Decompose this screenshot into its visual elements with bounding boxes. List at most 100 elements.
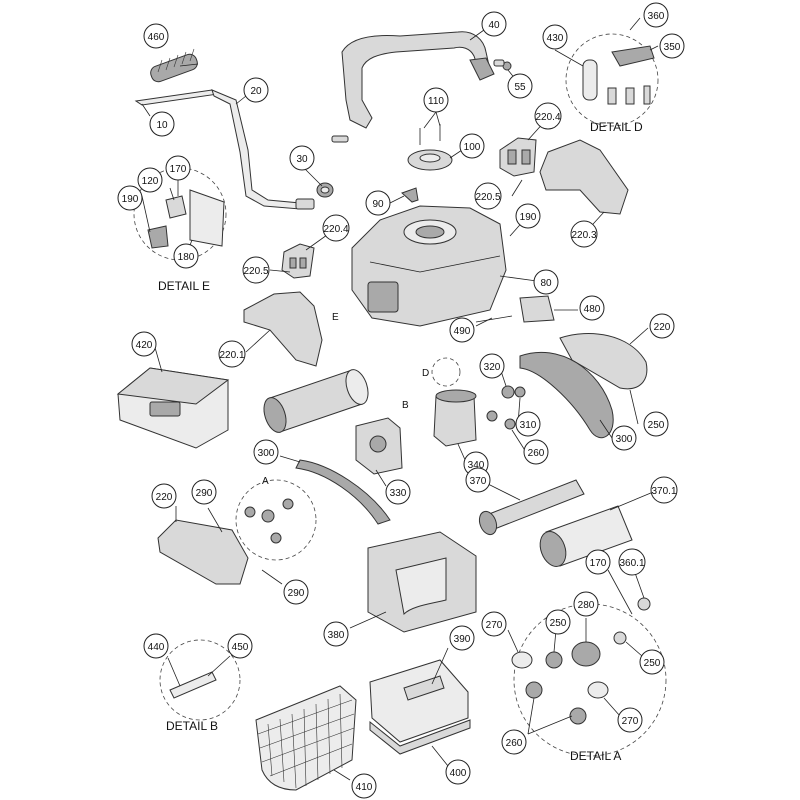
- callout-410: 410: [351, 773, 377, 799]
- leader-360: [629, 17, 641, 31]
- detail-titles: DETAIL D DETAIL E DETAIL B DETAIL A: [158, 120, 643, 763]
- leader-410: [333, 769, 351, 781]
- leader-370-1: [609, 489, 659, 511]
- leader-260-a2: [527, 715, 573, 735]
- svg-text:400: 400: [450, 768, 467, 779]
- svg-text:10: 10: [156, 120, 168, 131]
- svg-text:390: 390: [454, 634, 471, 645]
- callout-380: 380: [323, 621, 349, 647]
- leader-120: [169, 187, 175, 201]
- svg-text:310: 310: [520, 420, 537, 431]
- leader-440: [167, 657, 181, 687]
- leader-20: [235, 95, 247, 105]
- callout-170-e: 170: [165, 155, 191, 181]
- callout-250-right: 250: [643, 411, 669, 437]
- svg-text:260: 260: [506, 738, 523, 749]
- leader-90: [389, 195, 405, 204]
- leader-330: [375, 469, 387, 487]
- svg-text:260: 260: [528, 448, 545, 459]
- leader-220-5-l: [269, 269, 291, 273]
- svg-text:440: 440: [148, 642, 165, 653]
- callout-220-3: 220.3: [570, 220, 598, 248]
- callout-390: 390: [449, 625, 475, 651]
- svg-text:180: 180: [178, 252, 195, 263]
- svg-text:220.4: 220.4: [535, 112, 560, 123]
- svg-text:330: 330: [390, 488, 407, 499]
- callout-290-bottom: 290: [283, 579, 309, 605]
- callout-350: 350: [659, 33, 685, 59]
- svg-text:360.1: 360.1: [619, 558, 644, 569]
- svg-text:170: 170: [590, 558, 607, 569]
- part-grip-460: [150, 48, 198, 83]
- leader-270-r: [603, 697, 621, 717]
- callout-450: 450: [227, 633, 253, 659]
- leader-450: [207, 655, 231, 677]
- svg-text:220: 220: [654, 322, 671, 333]
- callout-460: 460: [143, 23, 169, 49]
- callout-300-left: 300: [253, 439, 279, 465]
- callout-320: 320: [479, 353, 505, 379]
- svg-text:220.1: 220.1: [219, 350, 244, 361]
- leader-300-r: [599, 419, 613, 439]
- detail-b: [159, 639, 241, 721]
- svg-text:55: 55: [514, 82, 526, 93]
- svg-text:490: 490: [454, 326, 471, 337]
- leader-220-1: [245, 329, 271, 353]
- svg-text:300: 300: [258, 448, 275, 459]
- leader-290-t: [207, 507, 223, 533]
- callouts: 460 10 20 30 40 55 110 100 90 430 360 35…: [117, 2, 685, 799]
- callout-120: 120: [137, 167, 163, 193]
- callout-250-a-right: 250: [639, 649, 665, 675]
- callout-260-mid: 260: [523, 439, 549, 465]
- detail-d: [565, 33, 659, 127]
- part-clip-220-4-top: [499, 137, 537, 177]
- leader-350: [649, 45, 659, 51]
- svg-text:370: 370: [470, 476, 487, 487]
- svg-text:350: 350: [664, 42, 681, 53]
- callout-270-right: 270: [617, 707, 643, 733]
- leader-lines: [141, 17, 659, 781]
- svg-text:340: 340: [468, 460, 485, 471]
- callout-40: 40: [481, 11, 507, 37]
- svg-text:320: 320: [484, 362, 501, 373]
- leader-490: [475, 317, 493, 327]
- svg-text:430: 430: [547, 33, 564, 44]
- svg-text:420: 420: [136, 340, 153, 351]
- callout-170-a: 170: [585, 549, 611, 575]
- part-motor-340: [433, 389, 477, 447]
- callout-220-4-top: 220.4: [534, 102, 562, 130]
- part-power-supply-420: [116, 367, 230, 449]
- svg-text:250: 250: [550, 618, 567, 629]
- leader-290-b: [261, 569, 283, 585]
- part-side-plate-220-left: [157, 519, 249, 585]
- callout-220-5-top: 220.5: [474, 182, 502, 210]
- part-pin-490: [475, 315, 513, 323]
- leader-400: [431, 745, 449, 767]
- svg-text:290: 290: [196, 488, 213, 499]
- part-knob-30: [316, 182, 334, 198]
- svg-text:120: 120: [142, 176, 159, 187]
- svg-text:220: 220: [156, 492, 173, 503]
- leader-170-a: [607, 569, 633, 615]
- svg-text:380: 380: [328, 630, 345, 641]
- callout-300-right: 300: [611, 425, 637, 451]
- part-cap-100: [407, 149, 453, 171]
- part-filter-support-380: [367, 531, 477, 633]
- callout-290-top: 290: [191, 479, 217, 505]
- leader-260-m: [511, 429, 527, 453]
- detail-a: [511, 597, 667, 757]
- svg-text:250: 250: [644, 658, 661, 669]
- svg-text:410: 410: [356, 782, 373, 793]
- svg-text:460: 460: [148, 32, 165, 43]
- detail-e: [133, 167, 227, 261]
- callout-20: 20: [243, 77, 269, 103]
- callout-190-e: 190: [117, 185, 143, 211]
- part-bracket-220-1: [243, 291, 323, 367]
- leader-220-r: [629, 327, 649, 345]
- svg-text:20: 20: [250, 86, 262, 97]
- leader-250-r: [629, 389, 639, 425]
- leader-190-e: [141, 195, 151, 233]
- callout-310: 310: [515, 411, 541, 437]
- callout-30: 30: [289, 145, 315, 171]
- svg-text:370.1: 370.1: [651, 486, 676, 497]
